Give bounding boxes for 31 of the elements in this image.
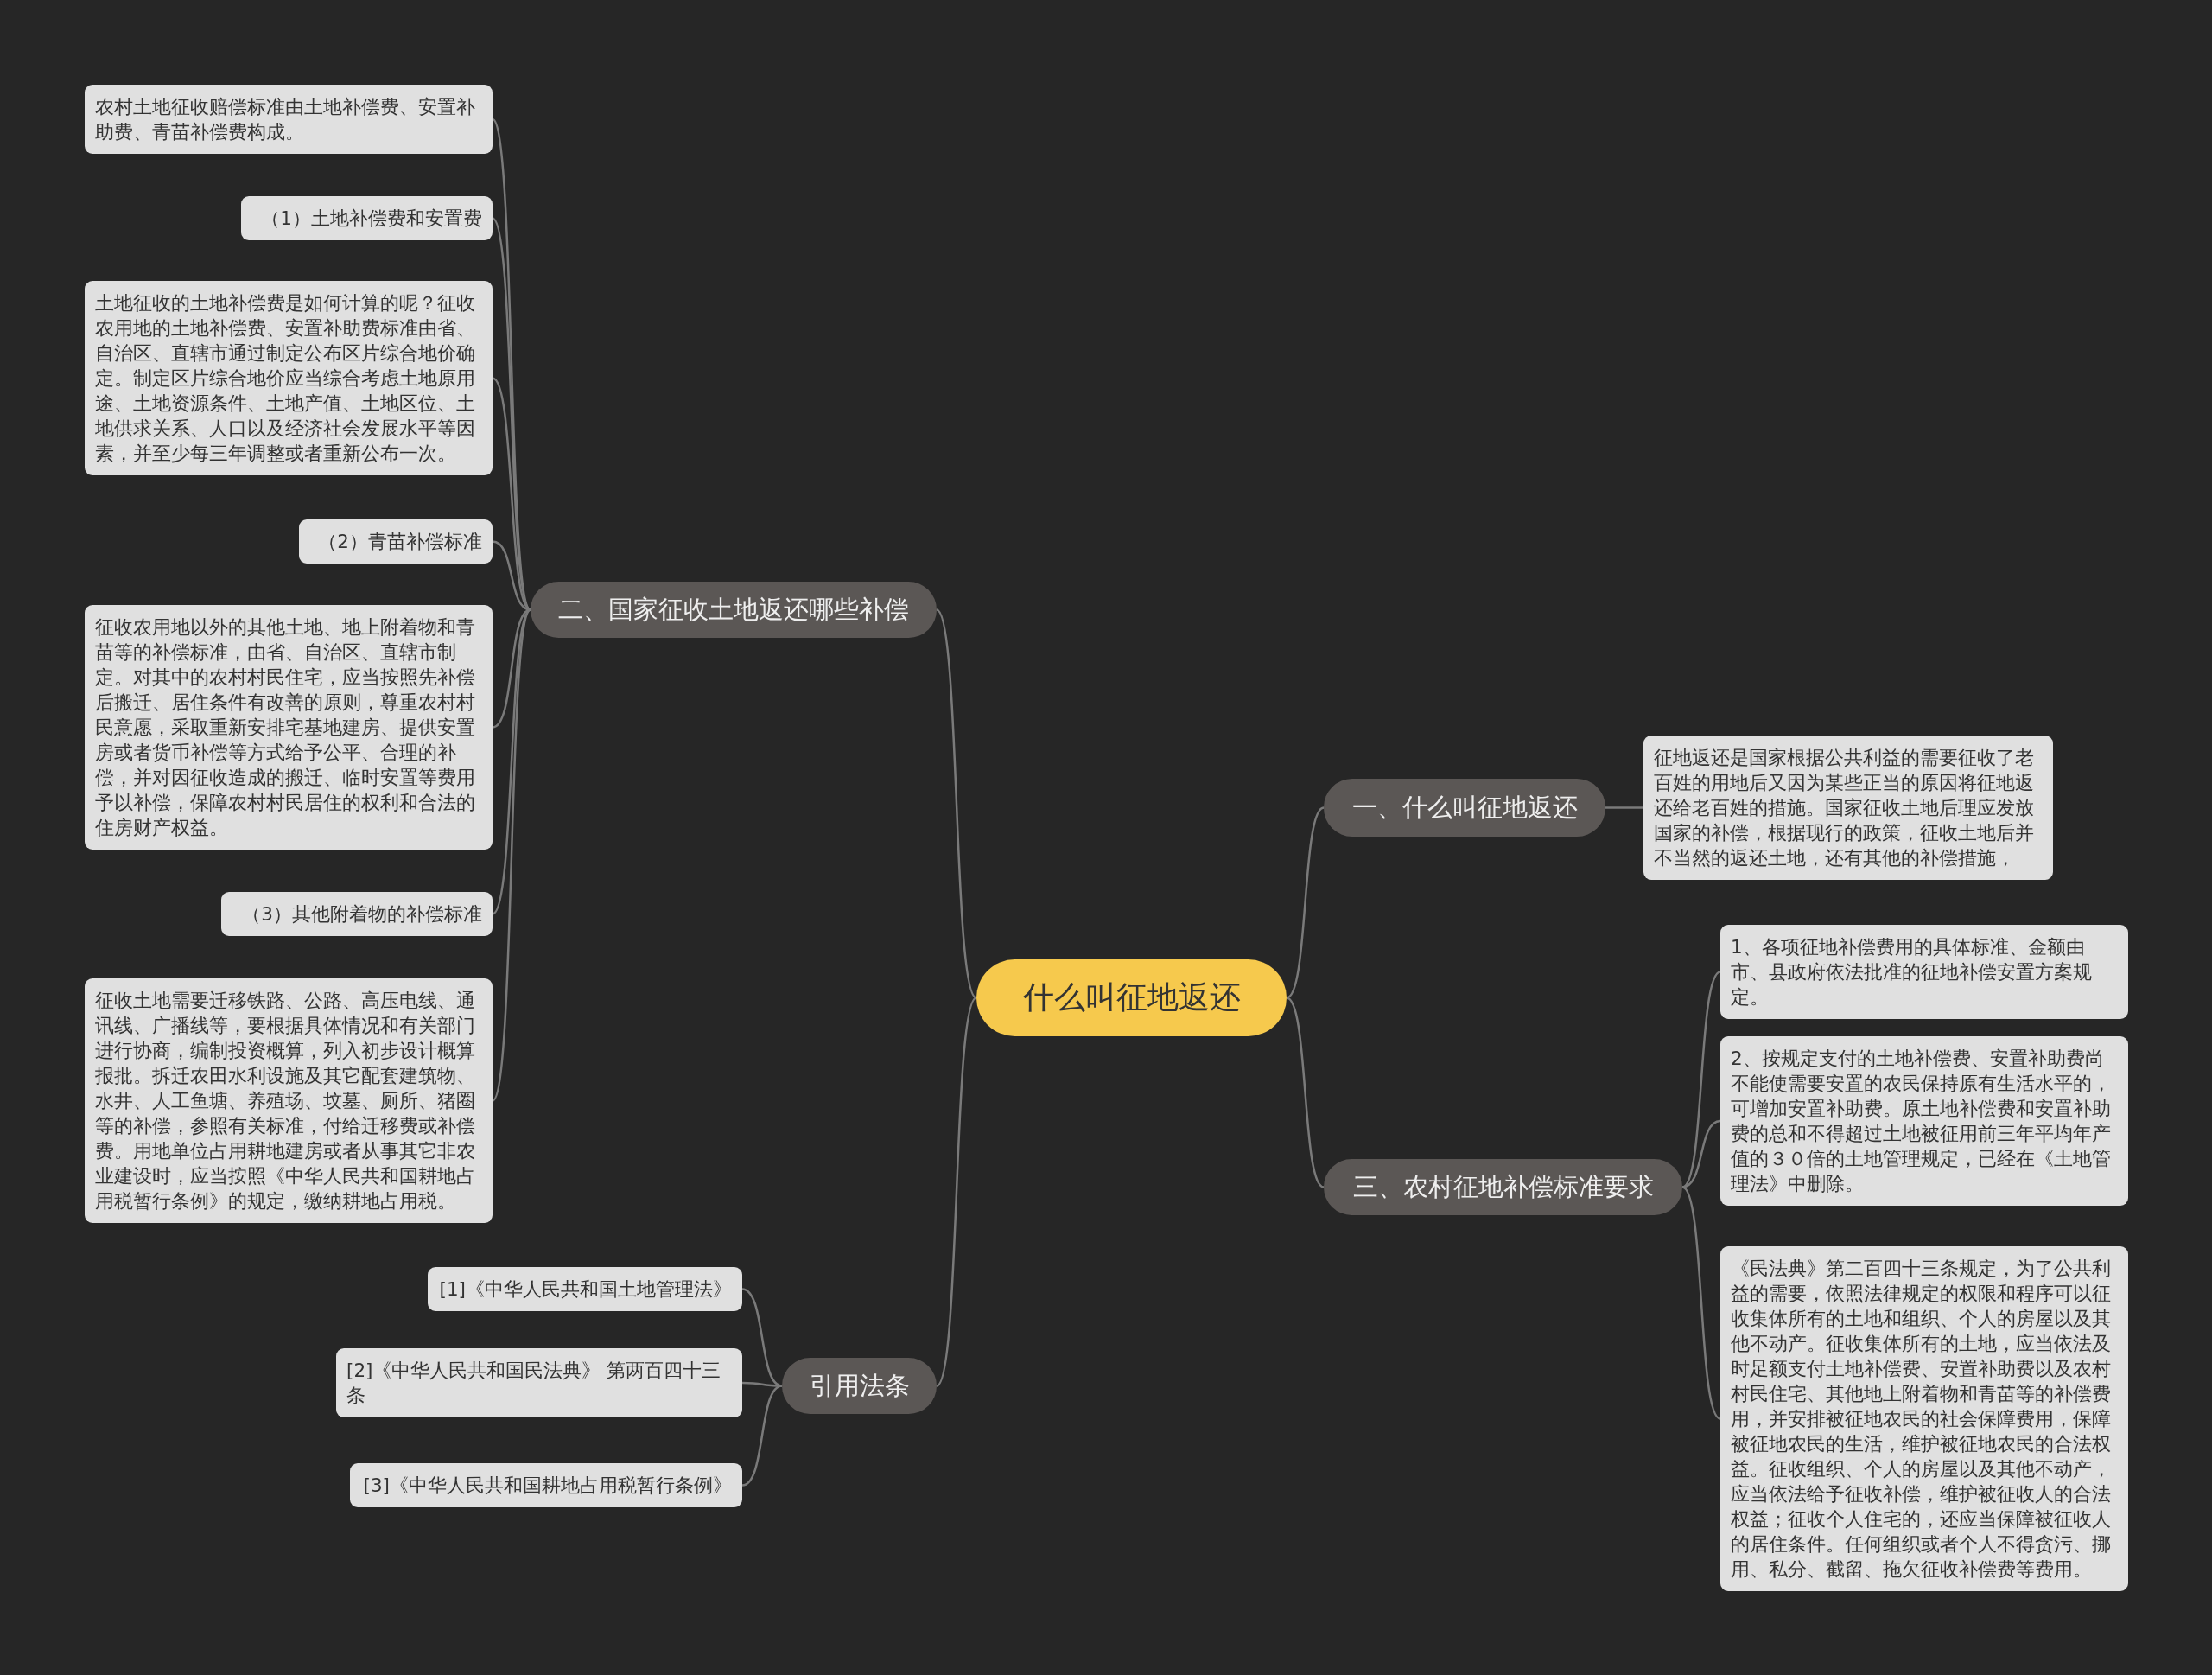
connector-line — [1605, 806, 1643, 809]
connector-line — [491, 608, 532, 1102]
connector-line — [935, 997, 978, 1387]
text-card: 2、按规定支付的土地补偿费、安置补助费尚不能使需要安置的农民保持原有生活水平的，可增加安置补助费。原土地补偿费和安置补助费的总和不得超过土地被征用前三年平均年产值的３０倍的土地管理规定，已经在《土地管理法》中删除。 — [1720, 1036, 2128, 1206]
topic-pill: 引用法条 — [782, 1358, 937, 1414]
text-card: 农村土地征收赔偿标准由土地补偿费、安置补助费、青苗补偿费构成。 — [85, 85, 493, 154]
text-card: （1）土地补偿费和安置费 — [241, 196, 493, 240]
connector-line — [935, 608, 978, 999]
connector-line — [492, 608, 531, 915]
text-card: 征收农用地以外的其他土地、地上附着物和青苗等的补偿标准，由省、自治区、直辖市制定。对其中的农村村民住宅，应当按照先补偿后搬迁、居住条件有改善的原则，尊重农村村民意愿，采取重新安排宅基地建房、提供安置房或者货币补偿等方式给予公平、合理的补偿，并对因征收造成的搬迁、临时安置等费用予以补偿，保障农村村民居住的权利和合法的住房财产权益。 — [85, 605, 493, 850]
connector-line — [1286, 806, 1325, 999]
text-card: （3）其他附着物的补偿标准 — [221, 892, 493, 936]
topic-pill: 三、农村征地补偿标准要求 — [1324, 1159, 1682, 1215]
text-card: 征收土地需要迁移铁路、公路、高压电线、通讯线、广播线等，要根据具体情况和有关部门进行协商，编制投资概算，列入初步设计概算报批。拆迁农田水利设施及其它配套建筑物、水井、人工鱼塘、养殖场、坟墓、厕所、猪圈等的补偿，参照有关标准，付给迁移费或补偿费。用地单位占用耕地建房或者从事其它非农业建设时，应当按照《中华人民共和国耕地占用税暂行条例》的规定，缴纳耕地占用税。 — [85, 978, 493, 1223]
text-card: 征地返还是国家根据公共利益的需要征收了老百姓的用地后又因为某些正当的原因将征地返还给老百姓的措施。国家征收土地后理应发放国家的补偿，根据现行的政策，征收土地后并不当然的返还土地，还有其他的补偿措施， — [1643, 736, 2053, 880]
topic-pill: 二、国家征收土地返还哪些补偿 — [531, 582, 937, 638]
connector-line — [1681, 971, 1721, 1188]
connector-line — [741, 1385, 783, 1487]
connector-line — [491, 217, 532, 611]
text-card: 《民法典》第二百四十三条规定，为了公共利益的需要，依照法律规定的权限和程序可以征收集体所有的土地和组织、个人的房屋以及其他不动产。征收集体所有的土地，应当依法及时足额支付土地补偿费、安置补助费以及农村村民住宅、其他地上附着物和青苗等的补偿费用，并安排被征地农民的社会保障费用，保障被征地农民的生活，维护被征地农民的合法权益。征收组织、个人的房屋以及其他不动产，应当依法给予征收补偿，维护被征收人的合法权益；征收个人住宅的，还应当保障被征收人的居住条件。任何组织或者个人不得贪污、挪用、私分、截留、拖欠征收补偿费等费用。 — [1720, 1246, 2128, 1591]
topic-pill: 一、什么叫征地返还 — [1324, 779, 1605, 837]
central-topic: 什么叫征地返还 — [976, 959, 1287, 1036]
text-card: （2）青苗补偿标准 — [299, 519, 493, 564]
text-card: [2]《中华人民共和国民法典》 第两百四十三条 — [336, 1348, 742, 1417]
text-card: 土地征收的土地补偿费是如何计算的呢？征收农用地的土地补偿费、安置补助费标准由省、自治区、直辖市通过制定公布区片综合地价确定。制定区片综合地价应当综合考虑土地原用途、土地资源条件、土地产值、土地区位、土地供求关系、人口以及经济社会发展水平等因素，并至少每三年调整或者重新公布一次。 — [85, 281, 493, 475]
text-card: [1]《中华人民共和国土地管理法》 — [428, 1267, 742, 1311]
text-card: [3]《中华人民共和国耕地占用税暂行条例》 — [350, 1463, 742, 1507]
text-card: 1、各项征地补偿费用的具体标准、金额由市、县政府依法批准的征地补偿安置方案规定。 — [1720, 925, 2128, 1019]
connector-line — [742, 1381, 782, 1387]
connector-line — [1681, 1186, 1721, 1420]
connector-line — [1286, 997, 1325, 1188]
